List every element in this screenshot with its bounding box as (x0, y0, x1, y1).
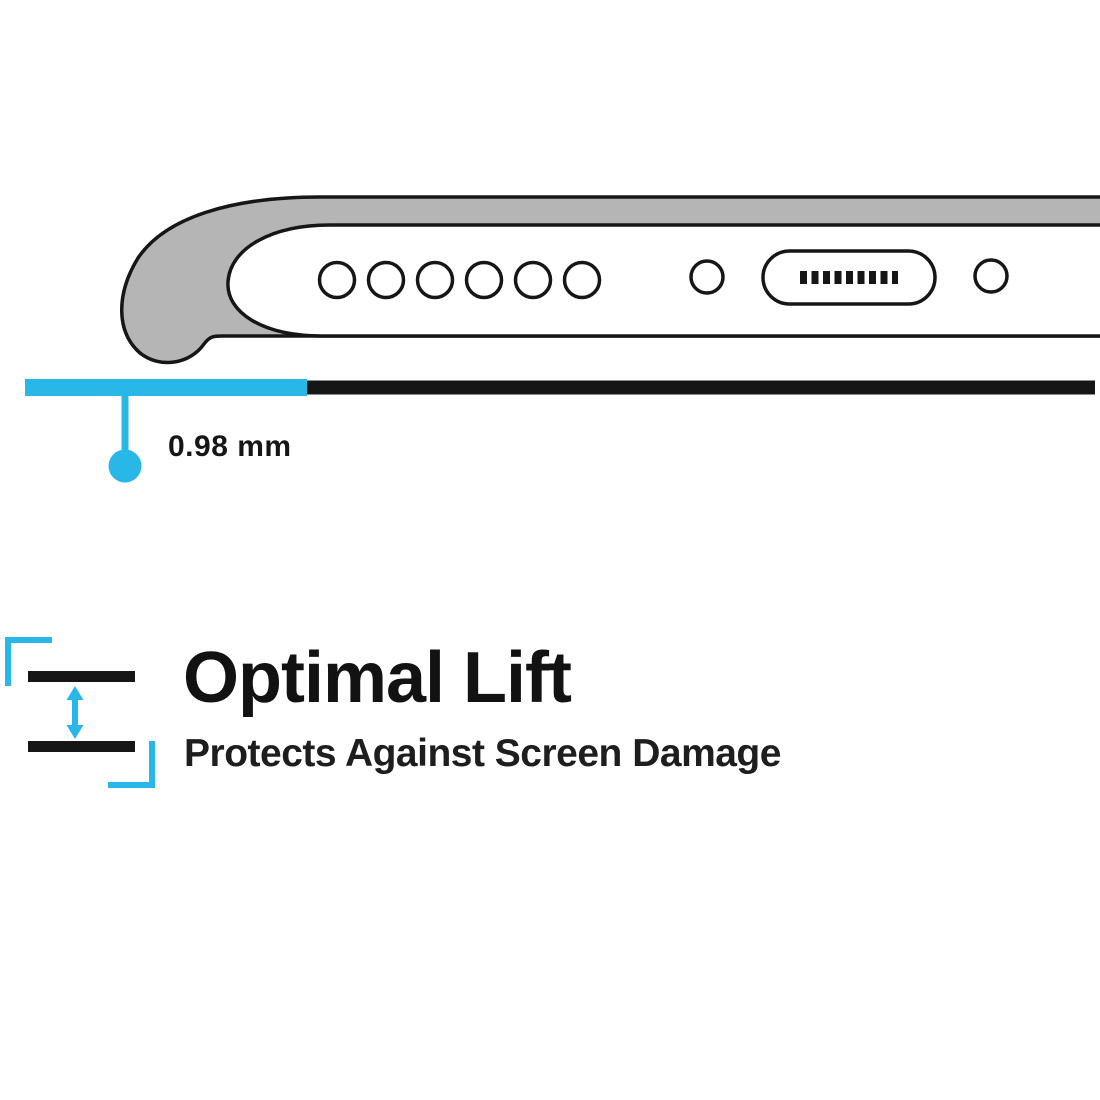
lower-plate (28, 741, 135, 752)
case-inner-body (226, 223, 1100, 338)
feature-subtitle: Protects Against Screen Damage (184, 732, 781, 775)
lift-highlight-segment (25, 379, 307, 396)
ground-line (25, 379, 1095, 396)
screw-icon (973, 258, 1009, 294)
lift-measurement-value: 0.98 mm (168, 430, 292, 463)
feature-title: Optimal Lift (183, 638, 572, 718)
lift-measurement-marker (108, 396, 142, 483)
screw-icon (689, 259, 725, 295)
speaker-holes-icon (317, 260, 602, 300)
phone-case-illustration (120, 195, 1100, 365)
upper-plate (28, 671, 135, 682)
ground-line-segment (307, 380, 1095, 395)
lift-gap-icon (5, 637, 155, 788)
bracket-bottom-right-icon (108, 741, 155, 788)
charging-port-icon (761, 249, 937, 306)
bracket-top-left-icon (5, 637, 52, 686)
